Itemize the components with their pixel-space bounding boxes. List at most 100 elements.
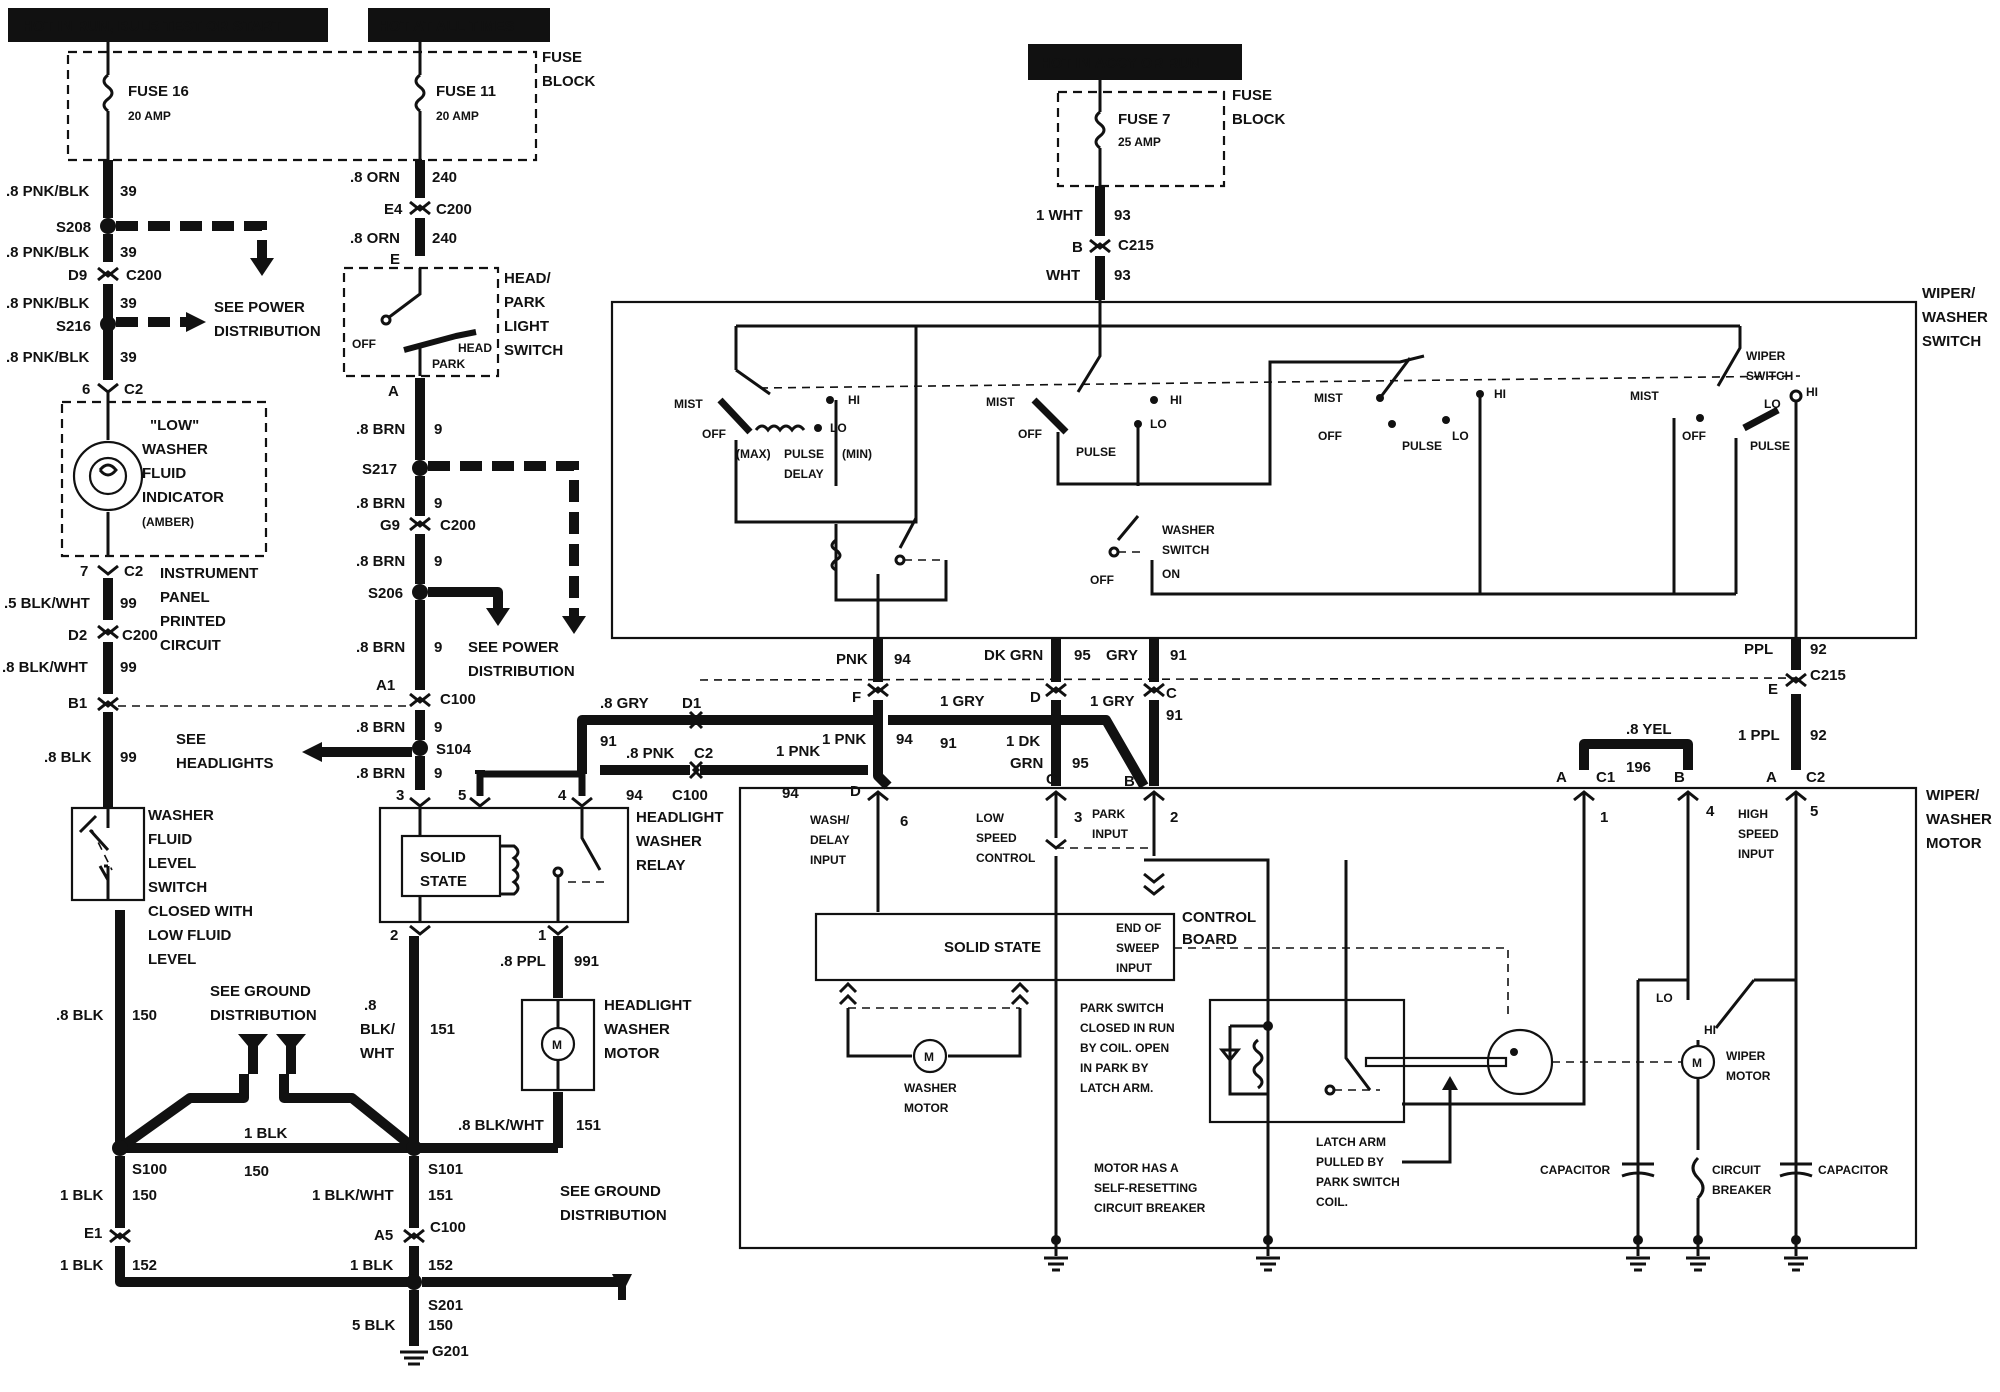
high-speed-label: HIGH	[1738, 807, 1768, 821]
mist-label: MIST	[1630, 389, 1659, 403]
circuit-number: 99	[120, 659, 137, 676]
hot-in-run-tag: HOT IN RUN, BULB TEST OR START	[22, 18, 282, 35]
circuit-number: 991	[574, 953, 599, 970]
circuit-number: 95	[1074, 647, 1091, 664]
wiper-washer-switch-box	[610, 300, 1918, 640]
latch-arm	[1364, 1056, 1508, 1068]
pin-label: B1	[68, 695, 87, 712]
low-speed-label: LOW	[976, 811, 1005, 825]
pin-label: B	[1072, 239, 1083, 256]
circuit-number: 9	[434, 421, 442, 438]
indicator-label: (AMBER)	[142, 515, 194, 529]
connector-c100: C100	[440, 691, 476, 708]
hot-in-accy-tag: HOT IN ACCY OR RUN	[1040, 55, 1200, 72]
pin-label: F	[852, 689, 861, 706]
circuit-breaker-label: BREAKER	[1712, 1183, 1772, 1197]
breaker-note: MOTOR HAS A	[1094, 1161, 1179, 1175]
off-label: OFF	[1318, 429, 1342, 443]
wire-label: 1 BLK/WHT	[312, 1187, 394, 1204]
wire-label: 1 PNK	[776, 743, 820, 760]
wire-label: .5 BLK/WHT	[4, 595, 90, 612]
wire-label: PPL	[1744, 641, 1773, 658]
high-speed-label: INPUT	[1738, 847, 1775, 861]
pulse-label: PULSE	[784, 447, 824, 461]
wiper-washer-motor: WIPER/ WASHER MOTOR 6 WASH/ DELAY INPUT …	[738, 786, 1992, 1272]
indicator-bulb-icon	[72, 440, 144, 512]
washer-motor-label: WASHER	[904, 1081, 957, 1095]
wire-label: .8 YEL	[1626, 721, 1672, 738]
pin-label: C	[1046, 771, 1057, 788]
indicator-label: INDICATOR	[142, 489, 224, 506]
low-washer-indicator-box	[60, 400, 268, 558]
pin-label: 4	[558, 787, 567, 804]
connector-c2: C2	[124, 381, 143, 398]
pin-label: 1	[1600, 809, 1608, 826]
mist-label: MIST	[674, 397, 703, 411]
wire-label: .8 PNK	[626, 745, 675, 762]
pin-label: B	[1674, 769, 1685, 786]
switch-park-label: PARK	[432, 357, 465, 371]
park-switch-label: LATCH ARM.	[1080, 1081, 1153, 1095]
pin-label: 6	[82, 381, 90, 398]
circuit-number: 93	[1114, 267, 1131, 284]
pin-label: 5	[458, 787, 466, 804]
circuit-number: 9	[434, 553, 442, 570]
park-input-label: INPUT	[1092, 827, 1129, 841]
wire-label: .8 BRN	[356, 639, 405, 656]
off-label: OFF	[1090, 573, 1114, 587]
level-switch-label: LEVEL	[148, 855, 196, 872]
circuit-number: 92	[1810, 727, 1827, 744]
circuit-number: 152	[428, 1257, 453, 1274]
connector-c2: C2	[124, 563, 143, 580]
wire-label: 1 WHT	[1036, 207, 1083, 224]
splice-label: S217	[362, 461, 397, 478]
circuit-number: 95	[1072, 755, 1089, 772]
connector-c200: C200	[126, 267, 162, 284]
wire-label: GRY	[1106, 647, 1138, 664]
control-board-label: CONTROL	[1182, 909, 1256, 926]
pulse-label: PULSE	[1750, 439, 1790, 453]
pin-label: 7	[80, 563, 88, 580]
head-park-label: SWITCH	[504, 342, 563, 359]
connector-c100: C100	[672, 787, 708, 804]
washer-motor-label: MOTOR	[904, 1101, 949, 1115]
hi-label: HI	[1704, 1023, 1716, 1037]
wire-label: .8 BRN	[356, 553, 405, 570]
wire-label: PNK	[836, 651, 868, 668]
circuit-number: 99	[120, 749, 137, 766]
left-fuse-block: FUSE BLOCK FUSE 16 20 AMP FUSE 11 20 AMP	[66, 42, 595, 162]
splice-label: S206	[368, 585, 403, 602]
fuse-7-amp: 25 AMP	[1118, 135, 1161, 149]
splice-s100	[112, 1140, 128, 1156]
wire-label: BLK/	[360, 1021, 396, 1038]
hi-label: HI	[848, 393, 860, 407]
wire-label: 1 BLK	[60, 1257, 104, 1274]
motor-grounds	[1044, 1235, 1808, 1272]
wire-label: .8 BRN	[356, 765, 405, 782]
wash-delay-label: WASH/	[810, 813, 850, 827]
low-speed-label: CONTROL	[976, 851, 1035, 865]
splice-s208	[100, 218, 116, 234]
pulse-label: PULSE	[1076, 445, 1116, 459]
level-switch-label: LOW FLUID	[148, 927, 231, 944]
wire-label: 1 PPL	[1738, 727, 1780, 744]
column-fuse16-circuit: .8 PNK/BLK 39 S208 .8 PNK/BLK 39 D9 C200…	[2, 160, 410, 1148]
max-label: (MAX)	[736, 447, 771, 461]
circuit-number: 150	[244, 1163, 269, 1180]
pin-label: E	[390, 251, 400, 268]
breaker-note: SELF-RESETTING	[1094, 1181, 1197, 1195]
lo-label: LO	[1656, 991, 1673, 1005]
see-power-label: SEE POWER	[468, 639, 559, 656]
indicator-label: WASHER	[142, 441, 208, 458]
washer-switch-label: SWITCH	[1162, 543, 1209, 557]
low-speed-label: SPEED	[976, 831, 1017, 845]
splice-s201	[406, 1274, 422, 1290]
park-switch-label: PARK SWITCH	[1080, 1001, 1164, 1015]
see-power-label-2: DISTRIBUTION	[214, 323, 321, 340]
wire-label: 1 BLK	[60, 1187, 104, 1204]
circuit-number: 9	[434, 765, 442, 782]
circuit-number: 39	[120, 349, 137, 366]
delay-label: DELAY	[784, 467, 824, 481]
connector-c215: C215	[1810, 667, 1846, 684]
fuse-block-label: FUSE	[1232, 87, 1272, 104]
